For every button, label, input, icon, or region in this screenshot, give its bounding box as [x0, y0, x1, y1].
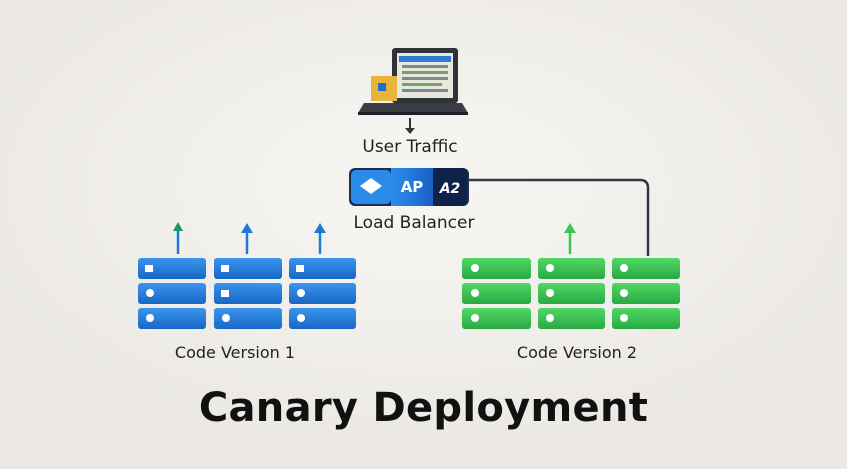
server-rack-icon [289, 258, 356, 329]
code-version-2-label: Code Version 2 [516, 343, 638, 362]
server-rack-icon [462, 258, 531, 329]
load-balancer-label: Load Balancer [353, 213, 475, 233]
version1-server-group [138, 258, 356, 329]
server-rack-icon [138, 258, 206, 329]
arrow-down-icon [405, 118, 415, 134]
lb-badge-primary: AP [401, 178, 424, 196]
page-title: Canary Deployment [198, 385, 649, 431]
arrow-up-icon [241, 223, 253, 254]
user-traffic-label: User Traffic [362, 137, 458, 157]
connector-line [468, 178, 650, 256]
load-balancer-icon: AP A2 [349, 168, 469, 206]
laptop-icon [358, 48, 468, 115]
server-rack-icon [214, 258, 282, 329]
code-version-1-label: Code Version 1 [174, 343, 296, 362]
server-rack-icon [538, 258, 605, 329]
arrow-up-icon [564, 223, 576, 254]
version2-server-group [462, 258, 680, 329]
server-rack-icon [612, 258, 680, 329]
lb-badge-secondary: A2 [439, 181, 461, 197]
arrow-up-icon [173, 222, 183, 254]
arrow-up-icon [314, 223, 326, 254]
